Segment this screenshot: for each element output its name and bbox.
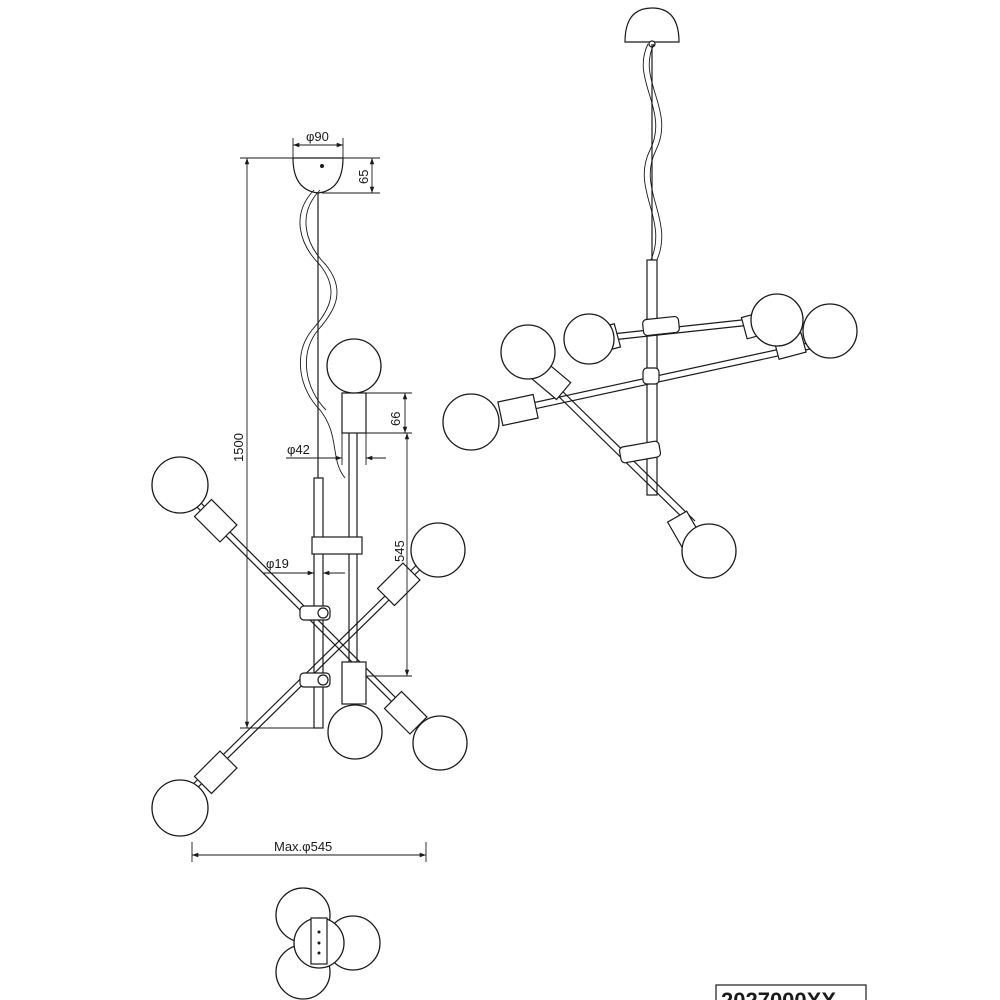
product-code: 2027000XX [721,988,836,1000]
product-code-box: 2027000XX [715,984,867,1000]
dim-max-diameter: Max.φ545 [274,839,332,854]
perspective-view [442,7,858,579]
connector-block [311,536,363,555]
dimension-lines: φ90 65 1500 66 φ42 545 φ19 [191,129,427,862]
dim-total-height: 1500 [231,433,246,462]
front-view [151,157,468,837]
bulb-bottom [327,704,383,760]
central-stem [313,477,324,729]
bottom-socket [341,661,367,705]
bulb-lower-left [151,779,209,837]
power-cable [299,189,346,479]
dim-socket-diameter: φ42 [287,442,310,457]
top-view [275,887,381,1000]
dim-canopy-height: 65 [356,170,371,184]
top-socket [341,392,367,434]
bulb-top [326,338,382,394]
bulb-lower-right [412,715,468,771]
bulb-upper-left [151,456,209,514]
dim-vertical-spacing: 545 [392,540,407,562]
bulb-upper-right [410,522,466,578]
dim-canopy-diameter: φ90 [306,129,329,144]
canopy [292,157,344,194]
dim-socket-height: 66 [388,412,403,426]
dim-rod-diameter: φ19 [266,556,289,571]
